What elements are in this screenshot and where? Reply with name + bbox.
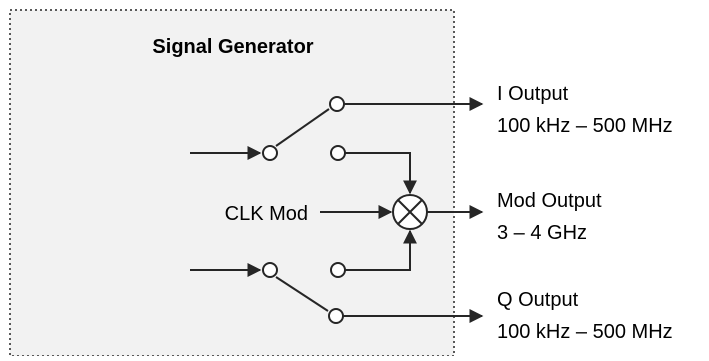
lower-switch-arm: [275, 276, 329, 312]
upper-switch-i-node: [329, 96, 345, 112]
upper-switch-mod-node: [330, 145, 346, 161]
upper-switch-arm: [275, 108, 330, 147]
lower-to-mixer-wire: [345, 229, 417, 271]
mod-output-label: Mod Output: [497, 190, 602, 212]
i-output-label: I Output: [497, 83, 569, 105]
q-output-range: 100 kHz – 500 MHz: [497, 321, 673, 343]
mixer-icon: [392, 194, 428, 230]
q-output-label: Q Output: [497, 289, 579, 311]
clk-mod-label: CLK Mod: [225, 203, 308, 225]
upper-to-mixer-wire: [345, 152, 417, 195]
lower-switch: [190, 262, 346, 324]
i-output-range: 100 kHz – 500 MHz: [497, 115, 673, 137]
upper-switch-common-node: [262, 145, 278, 161]
mod-output-range: 3 – 4 GHz: [497, 222, 587, 244]
lower-switch-q-node: [328, 308, 344, 324]
lower-switch-common-node: [262, 262, 278, 278]
lower-switch-mod-node: [330, 262, 346, 278]
block-title: Signal Generator: [152, 36, 313, 58]
signal-generator-block: [9, 9, 455, 357]
